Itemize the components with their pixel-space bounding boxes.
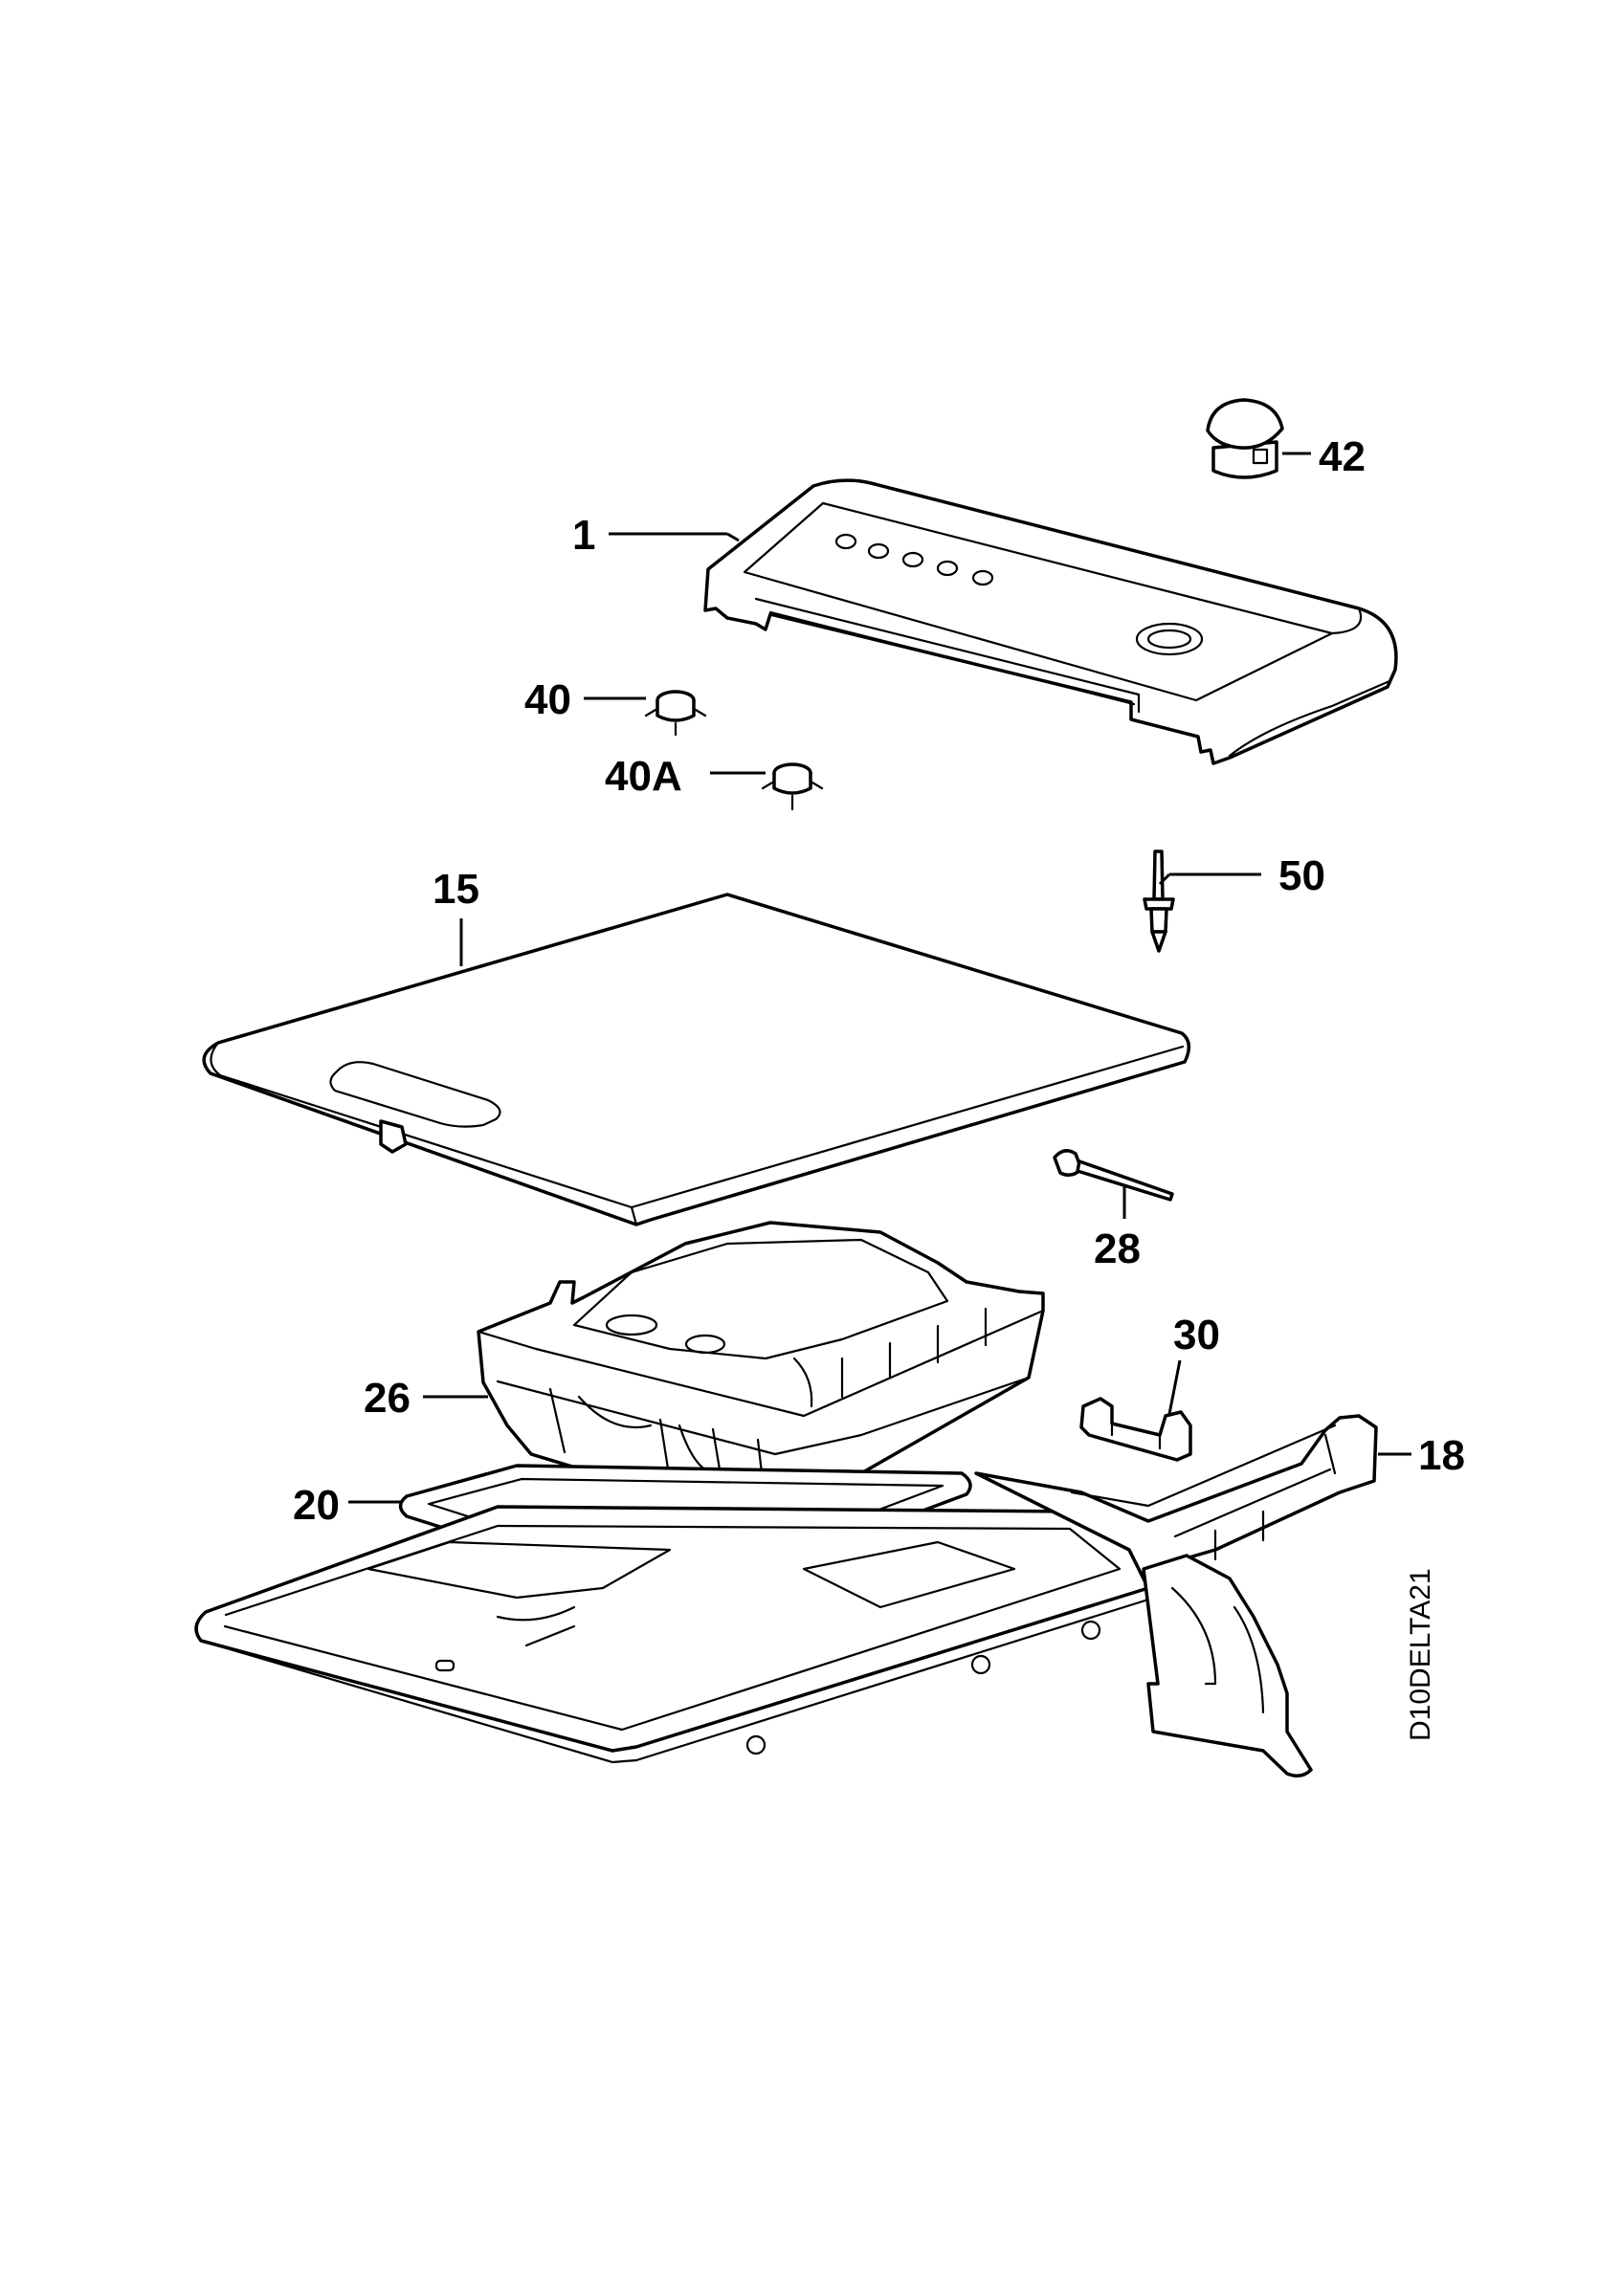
label-part-15: 15 — [433, 866, 479, 913]
label-part-1: 1 — [572, 512, 595, 559]
part-1-control-panel — [703, 478, 1398, 765]
part-26-dispenser — [477, 1221, 1045, 1515]
part-50-pin — [1143, 850, 1175, 953]
label-part-40: 40 — [524, 676, 571, 723]
label-part-18: 18 — [1418, 1432, 1465, 1479]
part-18-frame — [194, 1414, 1378, 1777]
label-part-42: 42 — [1319, 433, 1366, 480]
label-part-40a: 40A — [605, 753, 682, 800]
drawing-code: D10DELTA21 — [1405, 1568, 1436, 1741]
part-15-lid — [202, 893, 1191, 1226]
leader-lines — [348, 452, 1411, 1504]
label-part-26: 26 — [364, 1375, 411, 1422]
part-40-button — [644, 690, 707, 737]
part-42-knob — [1206, 398, 1284, 479]
part-30-bracket — [1079, 1397, 1192, 1462]
part-40a-button — [761, 762, 824, 811]
label-part-20: 20 — [293, 1482, 340, 1529]
part-labels: 1 42 40 40A 50 15 28 30 26 18 20 — [293, 433, 1465, 1529]
label-part-30: 30 — [1173, 1312, 1220, 1358]
label-part-28: 28 — [1094, 1225, 1141, 1272]
part-28-pin — [1053, 1149, 1174, 1202]
label-part-50: 50 — [1278, 852, 1325, 899]
